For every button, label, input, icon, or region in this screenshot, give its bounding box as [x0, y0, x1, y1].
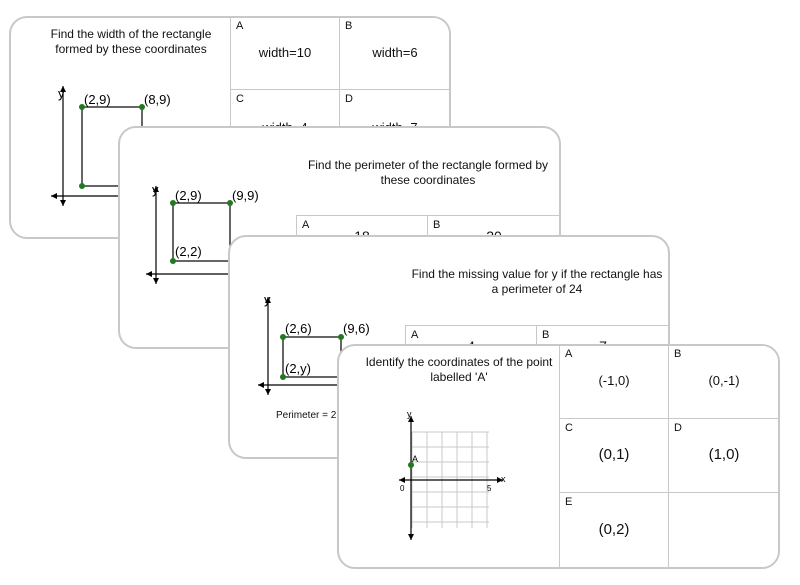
option-letter: C: [236, 93, 244, 105]
tick-label: 5: [487, 484, 492, 493]
question-card-4[interactable]: Identify the coordinates of the point la…: [337, 344, 780, 569]
option-text: (0,-1): [708, 373, 740, 388]
point-label: (9,6): [343, 321, 370, 336]
option-text: width=10: [258, 45, 312, 60]
answer-option-e[interactable]: E (0,2): [559, 492, 669, 567]
axis-y-label: y: [58, 86, 65, 101]
option-text: (1,0): [708, 446, 740, 463]
axis-y-label: y: [152, 182, 159, 197]
point-label: (2,2): [175, 244, 202, 259]
origin-label: 0: [400, 484, 405, 493]
question-text: Find the width of the rectangle formed b…: [50, 27, 212, 56]
question-text: Identify the coordinates of the point la…: [365, 355, 553, 384]
point-label: (2,9): [175, 188, 202, 203]
option-text: width=6: [372, 45, 418, 60]
option-letter: D: [345, 93, 353, 105]
answer-option-a[interactable]: A width=10: [230, 18, 340, 90]
option-text: (0,1): [598, 446, 630, 463]
option-letter: E: [565, 496, 573, 508]
option-letter: A: [236, 20, 244, 32]
axis-y-label: y: [264, 292, 271, 307]
perimeter-label: Perimeter = 2: [276, 410, 337, 421]
point-label: (2,6): [285, 321, 312, 336]
answer-option-empty: [668, 492, 778, 567]
answer-option-d[interactable]: D (1,0): [668, 418, 778, 493]
axis-y-label: y: [407, 409, 412, 419]
option-letter: A: [565, 348, 573, 360]
option-text: (0,2): [598, 521, 630, 538]
option-letter: B: [542, 329, 550, 341]
option-letter: B: [345, 20, 353, 32]
option-letter: B: [433, 219, 441, 231]
answer-option-a[interactable]: A (-1,0): [559, 346, 669, 419]
answer-option-b[interactable]: B (0,-1): [668, 346, 778, 419]
point-label: (2,y): [285, 361, 311, 376]
option-letter: B: [674, 348, 682, 360]
answer-option-c[interactable]: C (0,1): [559, 418, 669, 493]
question-text: Find the perimeter of the rectangle form…: [307, 158, 549, 187]
point-label-a: A: [412, 454, 418, 464]
point-label: (2,9): [84, 92, 111, 107]
coordinate-grid-diagram: y x 0 5 A: [399, 409, 506, 540]
option-letter: D: [674, 422, 682, 434]
option-letter: A: [302, 219, 310, 231]
axis-x-label: x: [501, 474, 506, 484]
option-letter: A: [411, 329, 419, 341]
point-label: (9,9): [232, 188, 259, 203]
question-text: Find the missing value for y if the rect…: [411, 267, 663, 296]
option-letter: C: [565, 422, 573, 434]
point-label: (8,9): [144, 92, 171, 107]
option-text: (-1,0): [598, 373, 630, 388]
answer-option-b[interactable]: B width=6: [339, 18, 449, 90]
